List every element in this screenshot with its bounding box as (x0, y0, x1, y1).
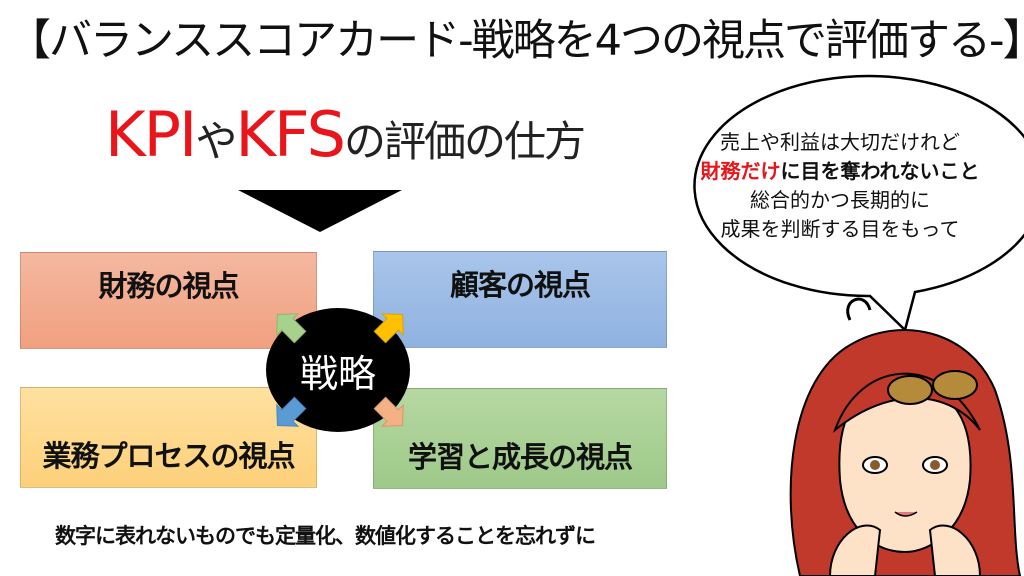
speech-line-2: に目を奪われないこと (780, 159, 980, 183)
customer-label: 顧客の視点 (449, 268, 591, 302)
strategy-label: 戦略 (299, 351, 376, 396)
character-illustration (789, 297, 1022, 576)
subtitle-rest: の評価の仕方 (343, 117, 586, 166)
slide-title: 【バランススコアカード-戦略を4つの視点で評価する-】 (8, 16, 1024, 66)
subtitle-kpi: KPI (105, 98, 197, 171)
process-label: 業務プロセスの視点 (42, 439, 295, 473)
learning-label: 学習と成長の視点 (407, 440, 633, 474)
financial-perspective-box: 財務の視点 (20, 252, 317, 349)
speech-line-1: 売上や利益は大切だけれど (720, 130, 960, 154)
subtitle-kfs: KFS (235, 98, 346, 171)
arrow-up-left-icon (276, 313, 307, 344)
arrow-down-right-icon (373, 396, 404, 427)
learning-perspective-box: 学習と成長の視点 (373, 388, 667, 489)
arrow-down-left-icon (276, 396, 307, 427)
speech-highlight: 財務だけ (700, 159, 781, 183)
footnote: 数字に表れないものでも定量化、数値化することを忘れずに (55, 524, 596, 548)
process-perspective-box: 業務プロセスの視点 (20, 387, 317, 488)
arrows (276, 313, 404, 427)
arrow-up-right-icon (373, 313, 404, 344)
customer-perspective-box: 顧客の視点 (373, 251, 667, 348)
down-triangle-icon (238, 190, 402, 232)
subtitle: KPIやKFSの評価の仕方 (105, 98, 586, 171)
sunglasses-right-icon (932, 370, 978, 400)
speech-line-3: 総合的かつ長期的に (750, 188, 930, 212)
sunglasses-left-icon (887, 375, 933, 405)
speech-line-4: 成果を判断する目をもって (720, 217, 960, 241)
speech-text: 売上や利益は大切だけれど 財務だけに目を奪われないこと 総合的かつ長期的に 成果… (670, 128, 1010, 244)
subtitle-ya: や (195, 117, 237, 166)
financial-label: 財務の視点 (98, 269, 239, 303)
